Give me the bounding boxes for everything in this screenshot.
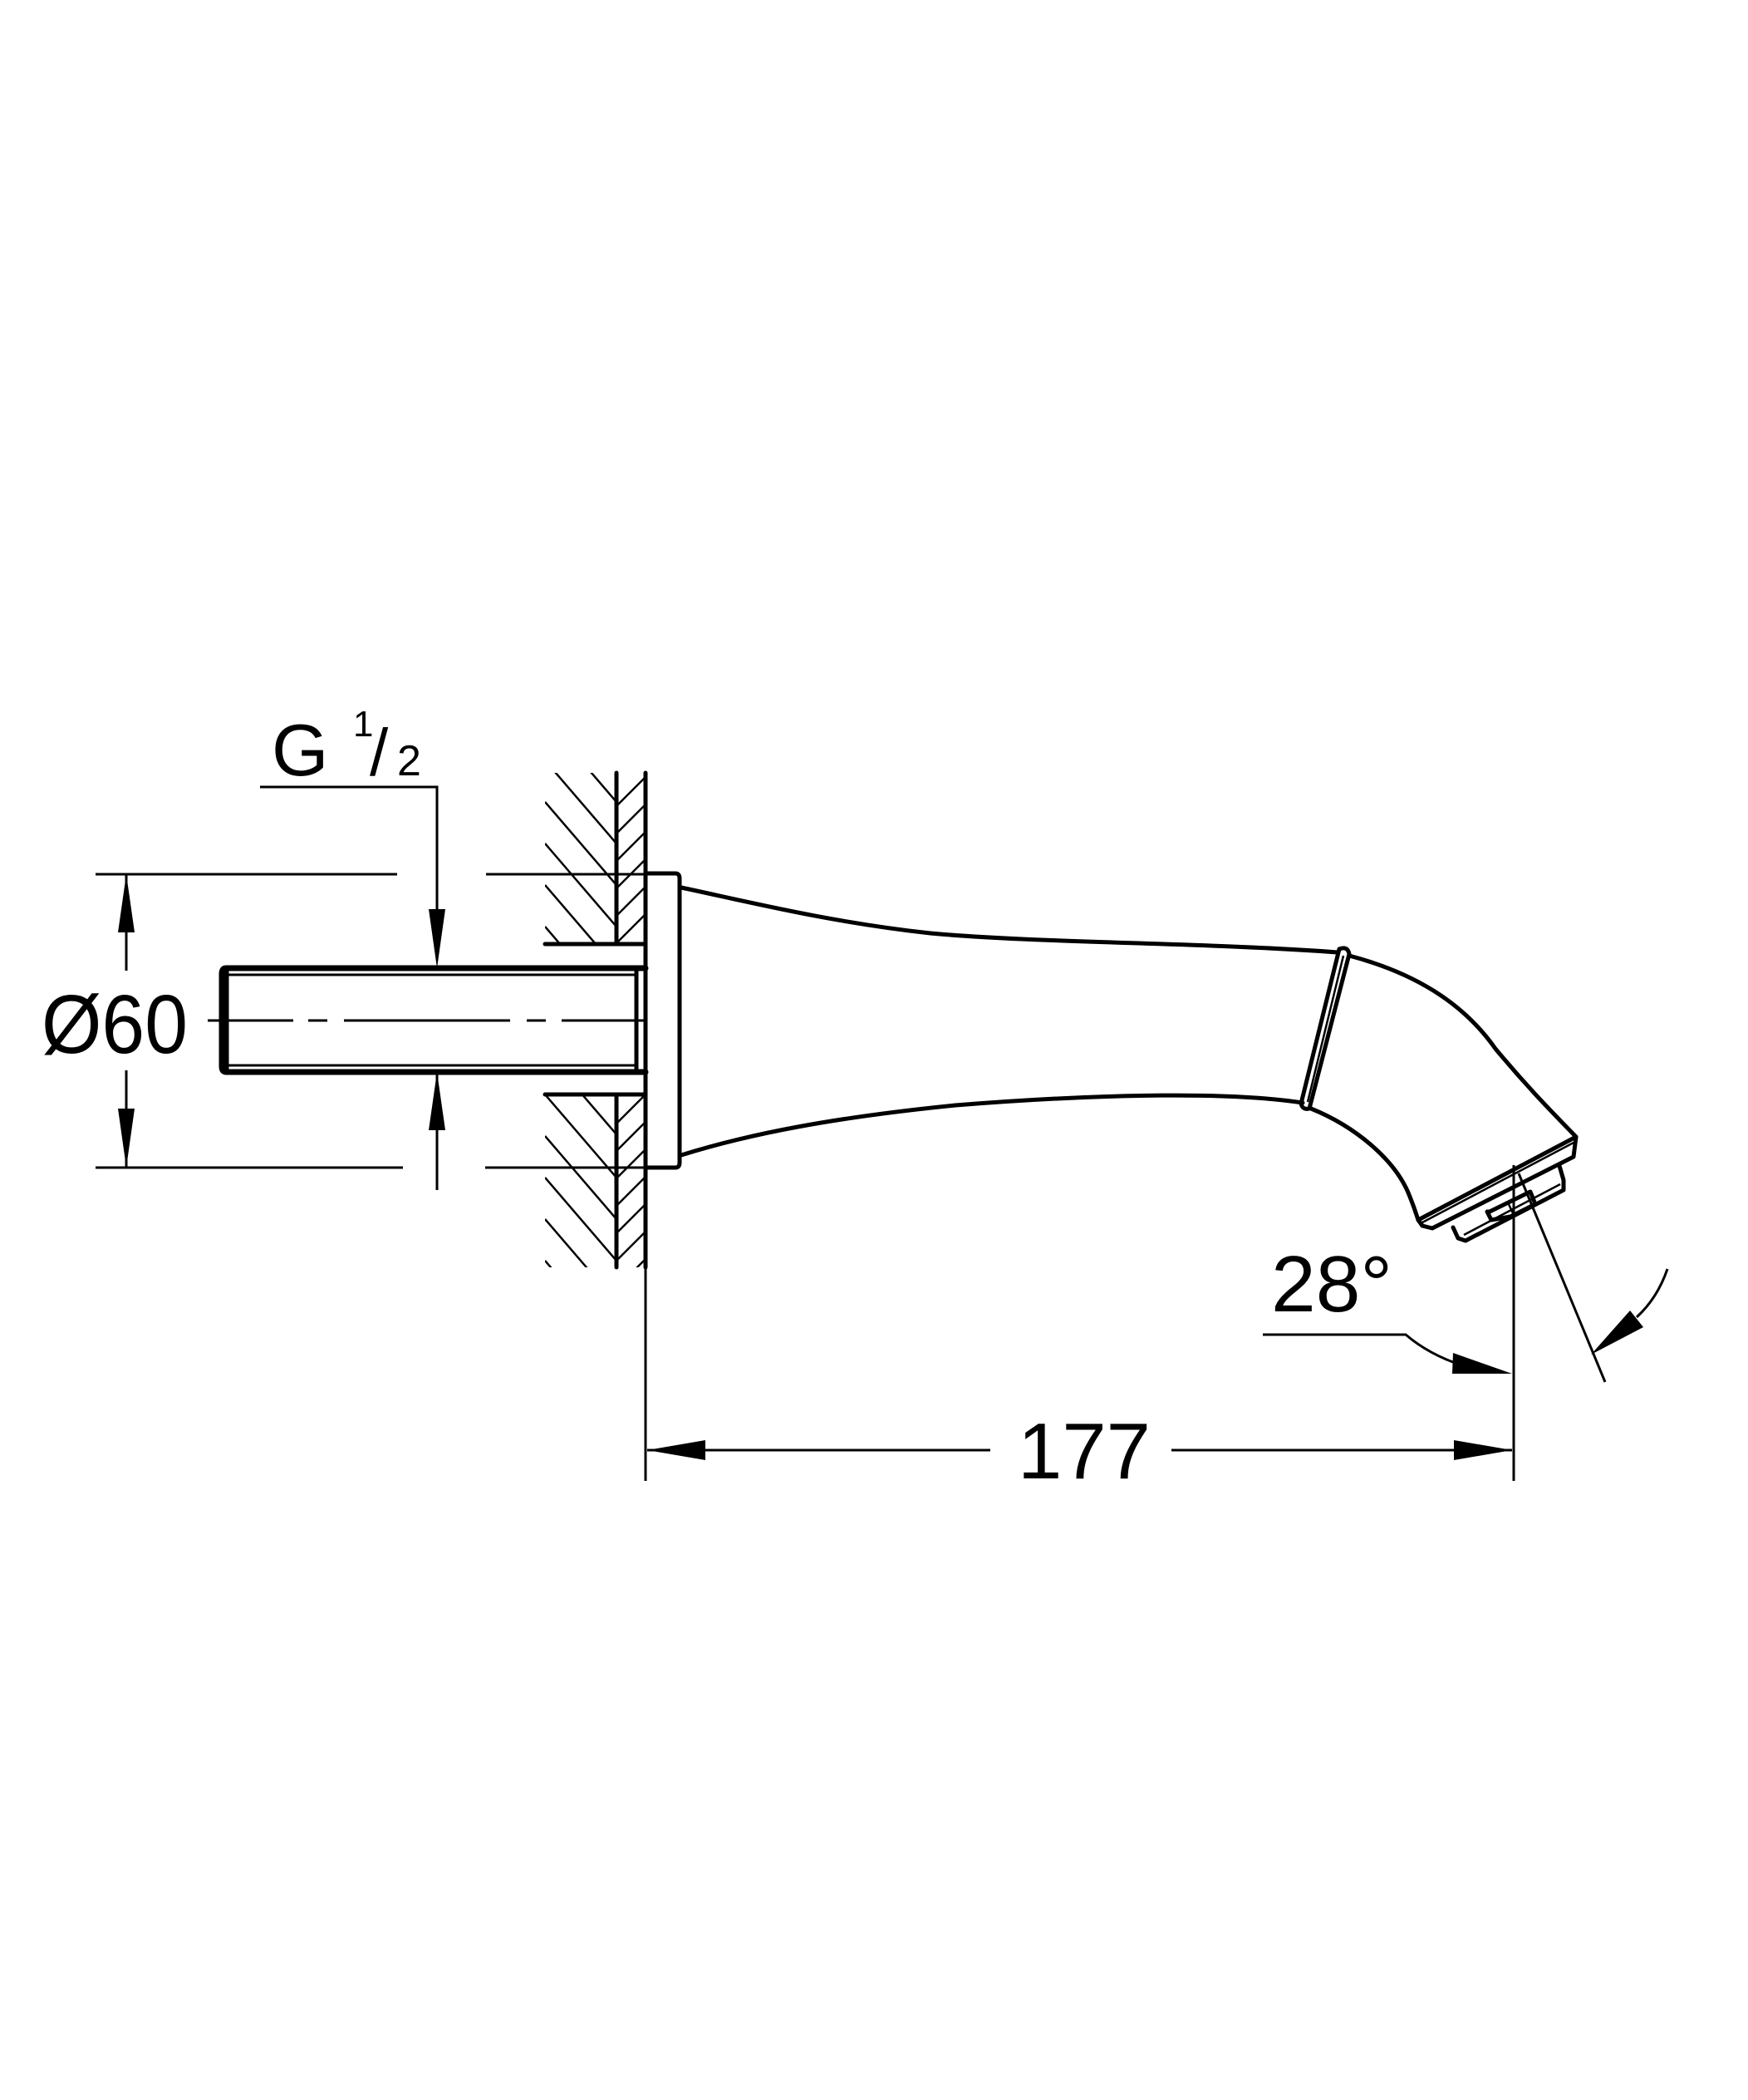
arrow-left-icon bbox=[647, 1440, 705, 1460]
outlet-angle-dimension: 28° bbox=[1263, 1173, 1669, 1383]
arrow-up-icon bbox=[429, 1072, 445, 1130]
projection-length-dimension: 177 bbox=[644, 1165, 1515, 1496]
thread-fraction-slash: / bbox=[370, 716, 389, 789]
outlet-angle-label: 28° bbox=[1271, 1240, 1392, 1329]
arrow-right-icon bbox=[1454, 1440, 1512, 1460]
spout-ring bbox=[1299, 946, 1352, 1111]
thread-fraction-numerator: 1 bbox=[353, 704, 373, 745]
arrow-down-icon bbox=[118, 1109, 135, 1168]
arrow-up-icon bbox=[118, 874, 135, 932]
spout-nozzle bbox=[1416, 1134, 1579, 1243]
thread-letter: G bbox=[272, 709, 328, 791]
thread-fraction-denominator: 2 bbox=[397, 737, 421, 785]
wall-section bbox=[543, 770, 648, 1270]
arrow-right-icon bbox=[1452, 1353, 1512, 1374]
thread-size-dimension: G 1 / 2 bbox=[260, 704, 445, 1190]
wall-flange bbox=[643, 871, 682, 1170]
wall-hatch-right-bottom bbox=[616, 1094, 646, 1267]
arrow-curved-icon bbox=[1591, 1311, 1643, 1355]
outlet-axis-line bbox=[1517, 1173, 1607, 1383]
wall-hatch-left-bottom bbox=[545, 1094, 616, 1267]
flange-diameter-label: Ø60 bbox=[42, 978, 188, 1071]
projection-length-label: 177 bbox=[1018, 1407, 1151, 1496]
spout-body bbox=[679, 885, 1579, 1243]
flange-diameter-dimension: Ø60 bbox=[42, 873, 645, 1169]
threaded-connection-pipe bbox=[208, 965, 649, 1075]
wall-hatch-right-top bbox=[616, 776, 646, 944]
wall-hatch-left-top bbox=[545, 773, 616, 944]
arrow-down-icon bbox=[429, 909, 445, 968]
